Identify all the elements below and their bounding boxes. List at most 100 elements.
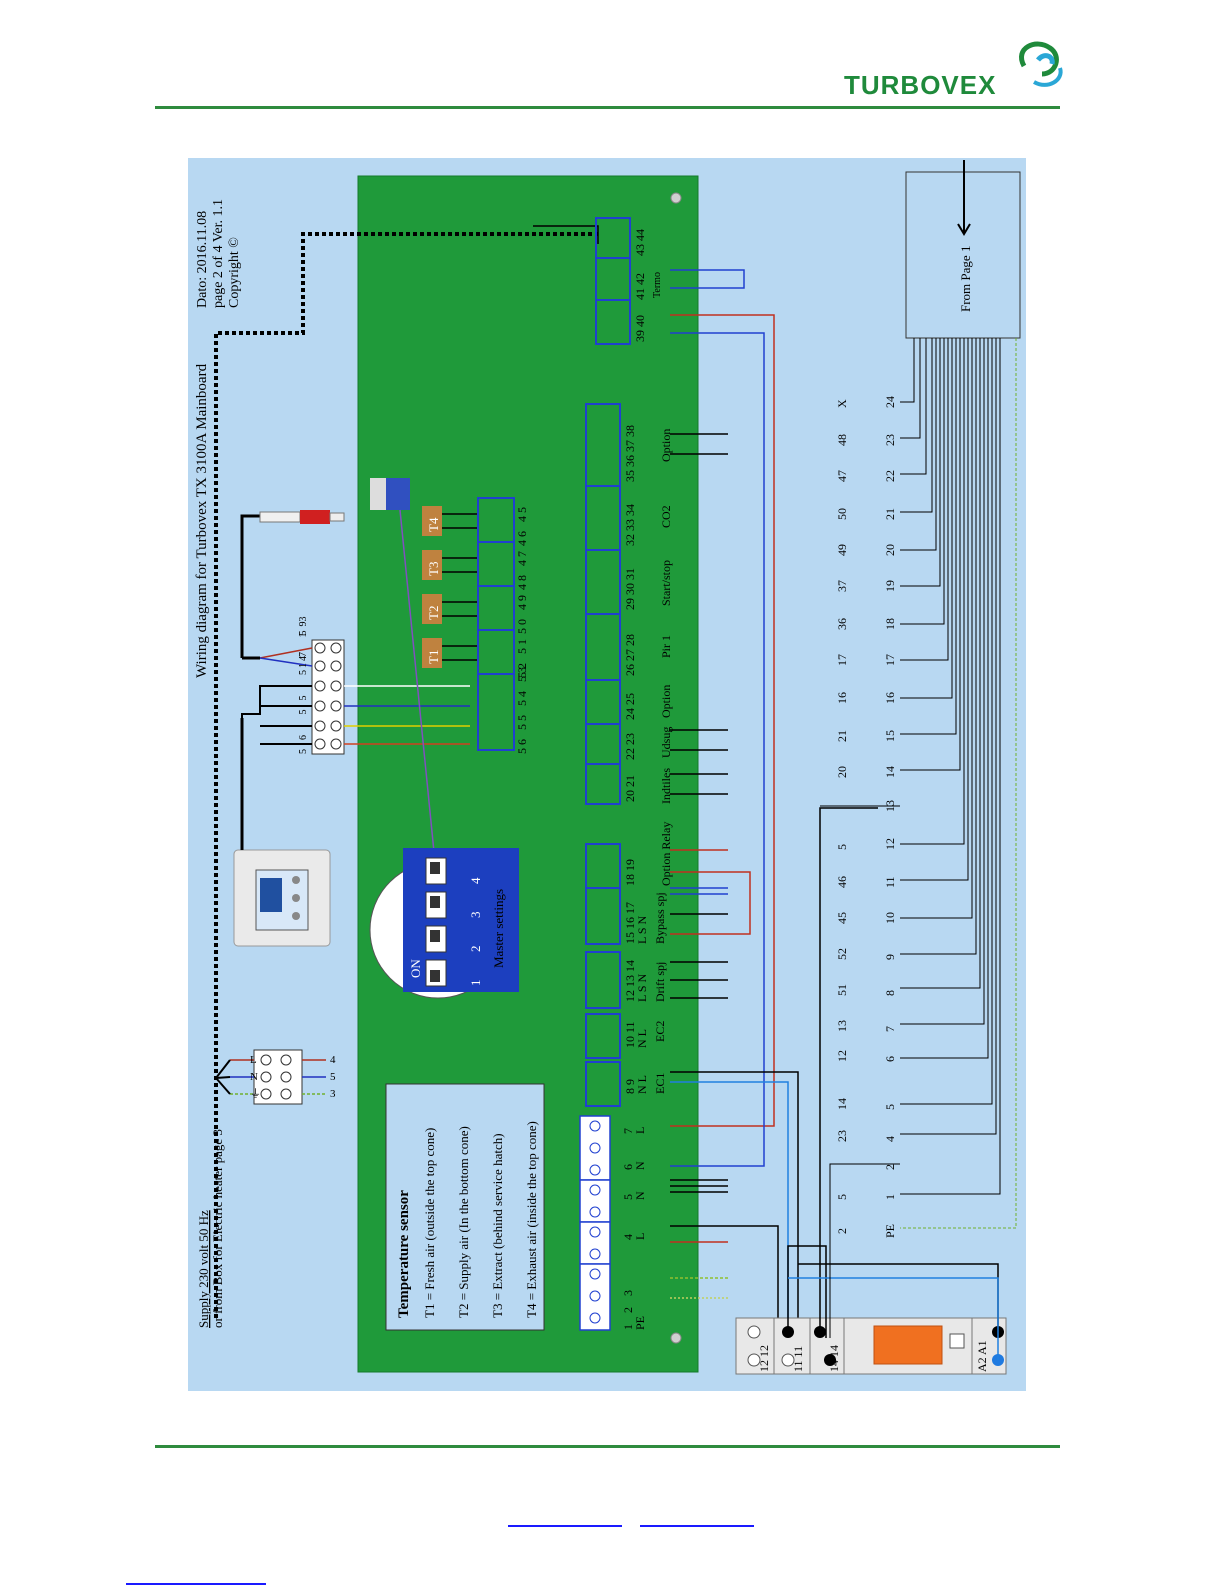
svg-text:16: 16 xyxy=(835,692,849,704)
temperature-legend: Temperature sensor T1 = Fresh air (outsi… xyxy=(385,1083,545,1331)
svg-text:10: 10 xyxy=(883,912,897,924)
svg-text:17: 17 xyxy=(883,654,897,666)
svg-text:N: N xyxy=(633,1161,647,1170)
svg-text:14: 14 xyxy=(883,766,897,778)
svg-text:36: 36 xyxy=(835,618,849,630)
svg-text:N: N xyxy=(250,1071,258,1083)
footer-link-1[interactable] xyxy=(508,1525,622,1527)
svg-text:N L: N L xyxy=(635,1029,649,1048)
svg-text:Indtiles: Indtiles xyxy=(659,768,673,804)
svg-text:EC2: EC2 xyxy=(653,1021,667,1042)
svg-text:46 45: 46 45 xyxy=(515,504,529,546)
control-panel xyxy=(233,718,331,947)
footer-link-3[interactable] xyxy=(126,1583,266,1585)
svg-text:T3 = Extract (behind service h: T3 = Extract (behind service hatch) xyxy=(490,1133,505,1318)
svg-text:7: 7 xyxy=(621,1128,635,1134)
svg-text:32 33 34: 32 33 34 xyxy=(623,504,637,546)
footer-rule xyxy=(155,1445,1060,1448)
svg-text:Bypass spj: Bypass spj xyxy=(653,892,667,944)
svg-text:5: 5 xyxy=(883,1104,897,1110)
svg-text:PE: PE xyxy=(633,1316,647,1330)
svg-text:49: 49 xyxy=(835,544,849,556)
svg-text:T4 = Exhaust air (inside the t: T4 = Exhaust air (inside the top cone) xyxy=(524,1121,539,1318)
svg-text:41 42: 41 42 xyxy=(633,273,647,300)
svg-text:56 55 54 53: 56 55 54 53 xyxy=(515,664,529,754)
svg-text:23: 23 xyxy=(835,1130,849,1142)
svg-text:45: 45 xyxy=(835,912,849,924)
svg-text:Master settings: Master settings xyxy=(491,889,506,968)
svg-text:56 55 54 53: 56 55 54 53 xyxy=(298,608,309,755)
svg-text:Pir 1: Pir 1 xyxy=(659,635,673,658)
sensor-labels: T4 T3 T2 T1 xyxy=(422,506,478,668)
svg-text:20 21: 20 21 xyxy=(623,775,637,802)
footer-link-2[interactable] xyxy=(640,1525,754,1527)
svg-text:13: 13 xyxy=(835,1020,849,1032)
svg-text:48 47: 48 47 xyxy=(515,548,529,590)
svg-text:T1 = Fresh air (outside the to: T1 = Fresh air (outside the top cone) xyxy=(422,1128,437,1318)
svg-text:46: 46 xyxy=(835,876,849,888)
svg-text:4: 4 xyxy=(468,877,483,884)
sensor-connectors xyxy=(477,497,515,751)
svg-text:PE: PE xyxy=(883,1224,897,1238)
svg-text:15 16 17: 15 16 17 xyxy=(623,902,637,944)
svg-text:Option: Option xyxy=(659,685,673,718)
svg-text:L: L xyxy=(633,1233,647,1240)
connector-labels: 8 9N L EC1 10 11N L EC2 12 13 14L S N Dr… xyxy=(623,229,673,1094)
svg-text:18: 18 xyxy=(883,618,897,630)
svg-text:26 27 28: 26 27 28 xyxy=(623,634,637,676)
svg-text:5: 5 xyxy=(835,844,849,850)
svg-text:50: 50 xyxy=(835,508,849,520)
svg-text:20: 20 xyxy=(835,766,849,778)
from-page-box: From Page 1 xyxy=(905,160,1021,339)
svg-text:18 19: 18 19 xyxy=(623,859,637,886)
svg-text:12: 12 xyxy=(835,1050,849,1062)
svg-text:48: 48 xyxy=(835,434,849,446)
logo-swirl-icon xyxy=(1019,41,1063,87)
header-rule xyxy=(155,106,1060,109)
svg-text:Udsug: Udsug xyxy=(659,727,673,758)
svg-text:A2 A1: A2 A1 xyxy=(975,1340,989,1372)
svg-text:4: 4 xyxy=(330,1054,336,1066)
power-terminal: 1 2 3 PE 4 L 5 N 6 N 7 L xyxy=(579,1115,647,1331)
cable-bundle xyxy=(820,338,1017,1338)
svg-text:T2: T2 xyxy=(426,606,441,620)
svg-text:15: 15 xyxy=(883,730,897,742)
svg-text:24 25: 24 25 xyxy=(623,693,637,720)
svg-text:6: 6 xyxy=(621,1164,635,1170)
svg-text:X: X xyxy=(835,399,849,408)
mains-terminal: L N ⏚ 4 5 3 xyxy=(215,1049,336,1105)
svg-text:39 40: 39 40 xyxy=(633,315,647,342)
svg-text:L: L xyxy=(250,1054,257,1066)
svg-text:52: 52 xyxy=(835,948,849,960)
svg-text:17 19: 17 19 xyxy=(298,616,309,669)
svg-text:11 11: 11 11 xyxy=(791,1346,805,1372)
svg-text:Option Relay: Option Relay xyxy=(659,822,673,886)
supply-line2: or from Box for Electric heater page 3 xyxy=(210,1129,225,1328)
svg-text:⏚: ⏚ xyxy=(250,1087,261,1100)
wires xyxy=(670,269,799,1328)
svg-text:23: 23 xyxy=(883,434,897,446)
svg-text:5: 5 xyxy=(835,1194,849,1200)
svg-text:16: 16 xyxy=(883,692,897,704)
diagram-title: Wiring diagram for Turbovex TX 3100A Mai… xyxy=(194,363,210,678)
svg-text:5: 5 xyxy=(621,1194,635,1200)
svg-text:29 30 31: 29 30 31 xyxy=(623,568,637,610)
connector-blocks xyxy=(585,217,631,1107)
svg-text:EC1: EC1 xyxy=(653,1073,667,1094)
svg-text:4: 4 xyxy=(621,1234,635,1240)
svg-text:Option: Option xyxy=(659,429,673,462)
info-page: page 2 of 4 Ver. 1.1 xyxy=(211,199,226,308)
svg-text:2: 2 xyxy=(468,946,483,953)
svg-text:2: 2 xyxy=(835,1228,849,1234)
svg-text:Termo: Termo xyxy=(652,272,663,298)
svg-text:5: 5 xyxy=(330,1071,336,1083)
svg-text:Start/stop: Start/stop xyxy=(659,560,673,606)
svg-text:47: 47 xyxy=(835,470,849,482)
svg-text:L: L xyxy=(633,1127,647,1134)
svg-text:20: 20 xyxy=(883,544,897,556)
svg-text:N L: N L xyxy=(635,1075,649,1094)
svg-text:19: 19 xyxy=(883,580,897,592)
svg-text:24: 24 xyxy=(883,396,897,408)
svg-text:43 44: 43 44 xyxy=(633,229,647,256)
svg-text:8: 8 xyxy=(883,990,897,996)
